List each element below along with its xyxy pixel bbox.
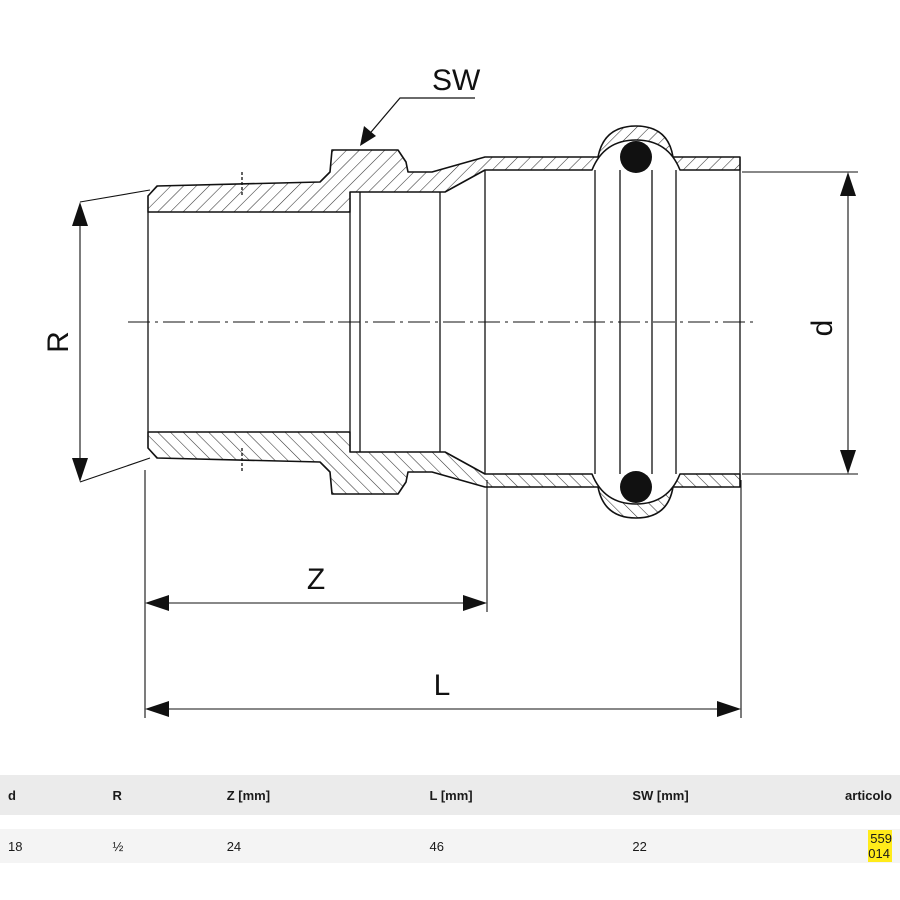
dim-z-arrow-right [463, 595, 487, 611]
dim-d-arrow-bottom [840, 450, 856, 474]
dim-z-arrow-left [145, 595, 169, 611]
label-sw: SW [432, 64, 481, 97]
dim-d-arrow-top [840, 172, 856, 196]
spec-table: d R Z [mm] L [mm] SW [mm] articolo 18 ½ … [0, 775, 900, 863]
label-d: d [806, 320, 839, 337]
header-d: d [0, 775, 105, 815]
header-l: L [mm] [421, 775, 625, 815]
fitting-bottom-wall [147, 431, 741, 519]
dim-r-arrow-bottom [72, 458, 88, 482]
fitting-top-wall [147, 125, 741, 213]
cell-sw: 22 [624, 829, 838, 863]
label-z: Z [307, 563, 325, 596]
cell-d: 18 [0, 829, 105, 863]
fitting-bore-lines [147, 170, 741, 474]
header-sw: SW [mm] [624, 775, 838, 815]
o-ring-top [620, 141, 652, 173]
cell-l: 46 [421, 829, 625, 863]
header-z: Z [mm] [218, 775, 422, 815]
dim-l-arrow-right [717, 701, 741, 717]
fitting-technical-drawing: SW R d Z L [42, 64, 858, 718]
dim-r-arrow-top [72, 202, 88, 226]
label-r: R [42, 331, 75, 353]
dim-z [144, 470, 488, 718]
cell-articolo[interactable]: 559 014 [837, 829, 900, 863]
dim-l-arrow-left [145, 701, 169, 717]
article-number-link[interactable]: 559 014 [868, 830, 892, 862]
header-articolo: articolo [837, 775, 900, 815]
o-ring-bottom [620, 471, 652, 503]
cell-z: 24 [218, 829, 422, 863]
label-l: L [434, 669, 451, 702]
sw-arrowhead [360, 126, 376, 146]
table-row: 18 ½ 24 46 22 559 014 [0, 829, 900, 863]
dim-l [160, 480, 742, 718]
header-r: R [104, 775, 219, 815]
table-header-row: d R Z [mm] L [mm] SW [mm] articolo [0, 775, 900, 815]
cell-r: ½ [104, 829, 219, 863]
dim-d [742, 171, 858, 475]
sw-leader-line [365, 97, 475, 139]
dim-r [79, 189, 151, 483]
